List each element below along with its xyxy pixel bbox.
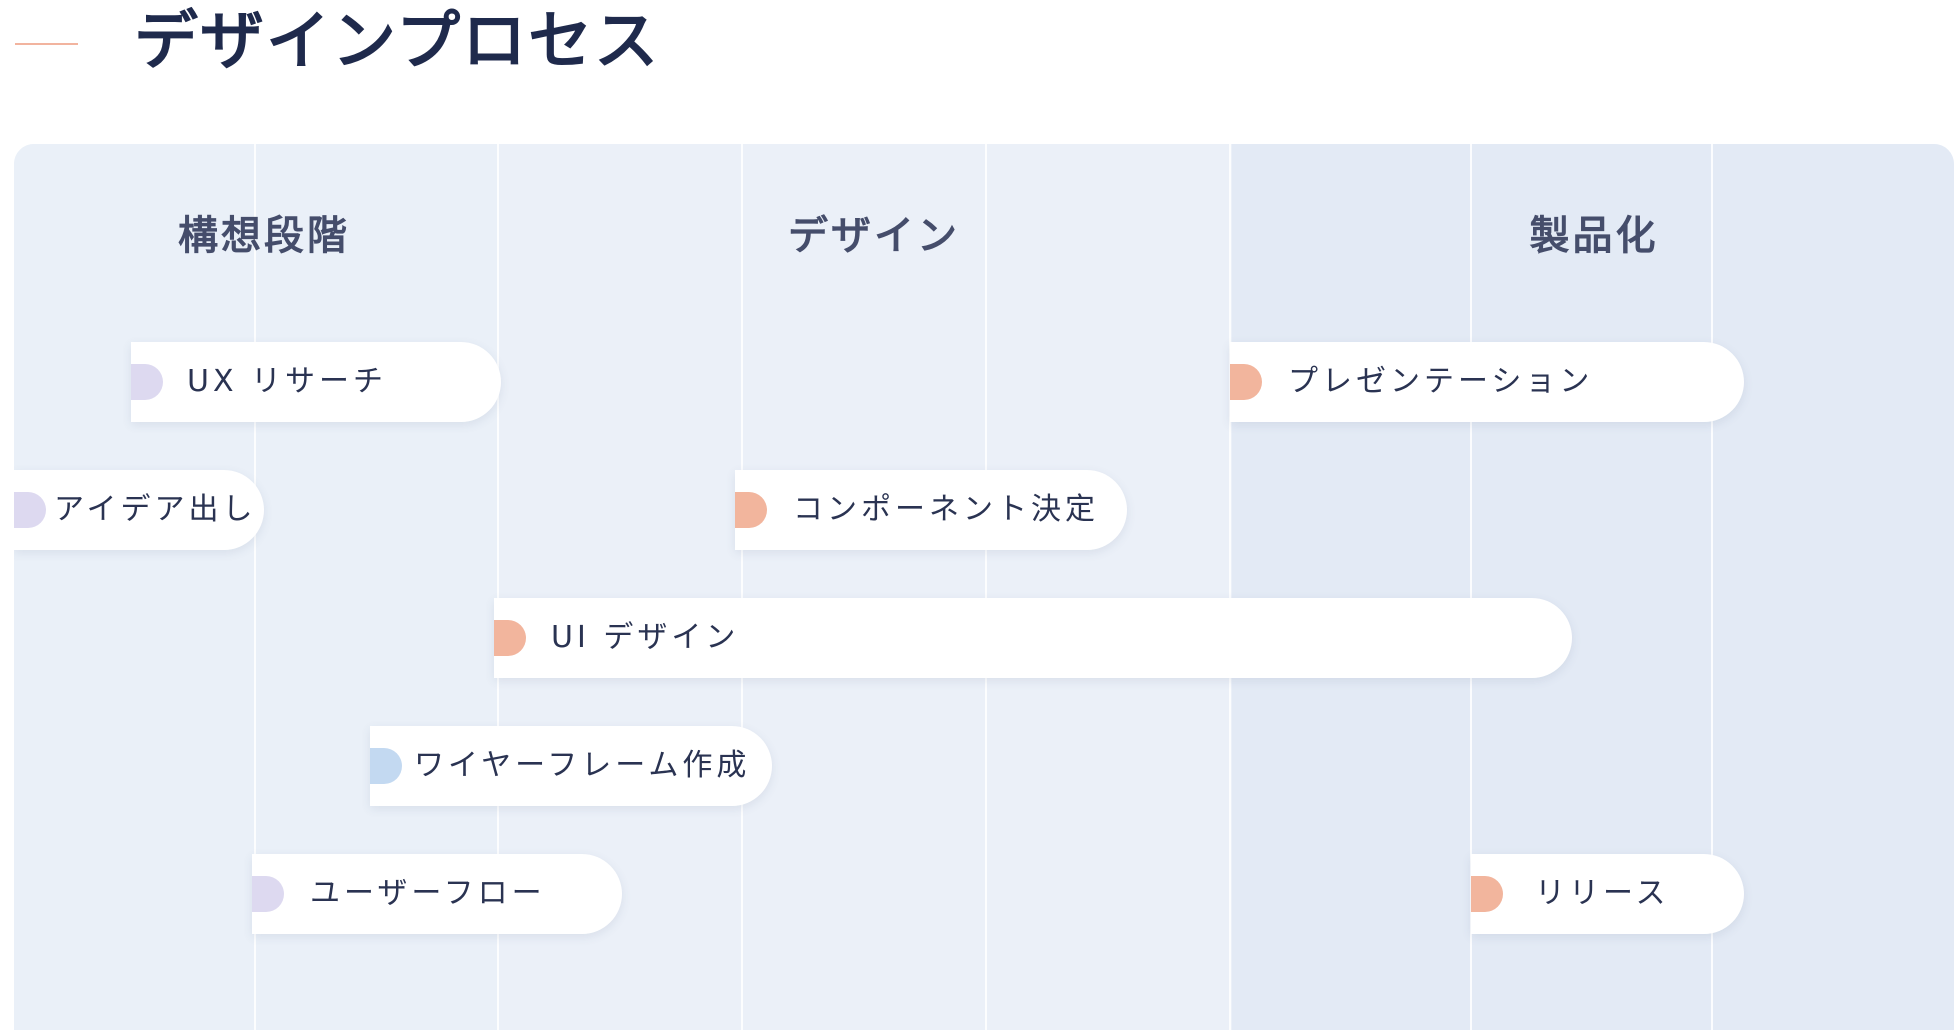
process-board: 構想段階 デザイン 製品化 UX リサーチ プレゼンテーション アイデア出し コ… [14, 144, 1954, 1030]
phase-label-ideation: 構想段階 [178, 213, 350, 259]
task-label: アイデア出し [54, 492, 257, 527]
title-accent-rule [15, 43, 78, 45]
task-color-dot [252, 876, 284, 912]
task-color-dot [735, 492, 767, 528]
task-ux-research[interactable]: UX リサーチ [131, 342, 501, 422]
column-divider [741, 144, 743, 1030]
task-wireframe[interactable]: ワイヤーフレーム作成 [370, 726, 772, 806]
task-color-dot [14, 492, 46, 528]
task-color-dot [131, 364, 163, 400]
column-divider [1229, 144, 1231, 1030]
task-user-flow[interactable]: ユーザーフロー [252, 854, 622, 934]
phase-label-production: 製品化 [1529, 213, 1659, 259]
task-component-decision[interactable]: コンポーネント決定 [735, 470, 1127, 550]
task-label: UI デザイン [551, 620, 740, 655]
task-ideation[interactable]: アイデア出し [14, 470, 264, 550]
task-color-dot [1471, 876, 1503, 912]
task-label: ワイヤーフレーム作成 [414, 748, 751, 783]
task-presentation[interactable]: プレゼンテーション [1230, 342, 1744, 422]
task-color-dot [494, 620, 526, 656]
page-title: デザインプロセス [134, 5, 661, 79]
phase-label-design: デザイン [788, 213, 960, 259]
task-label: リリース [1535, 876, 1670, 911]
task-color-dot [370, 748, 402, 784]
column-divider [254, 144, 256, 1030]
task-label: コンポーネント決定 [793, 492, 1099, 527]
task-label: プレゼンテーション [1288, 364, 1594, 399]
task-color-dot [1230, 364, 1262, 400]
task-ui-design[interactable]: UI デザイン [494, 598, 1572, 678]
task-label: ユーザーフロー [310, 876, 546, 911]
task-label: UX リサーチ [187, 364, 388, 399]
task-release[interactable]: リリース [1471, 854, 1744, 934]
column-divider [1470, 144, 1472, 1030]
column-divider [985, 144, 987, 1030]
column-divider [497, 144, 499, 1030]
column-divider [1711, 144, 1713, 1030]
